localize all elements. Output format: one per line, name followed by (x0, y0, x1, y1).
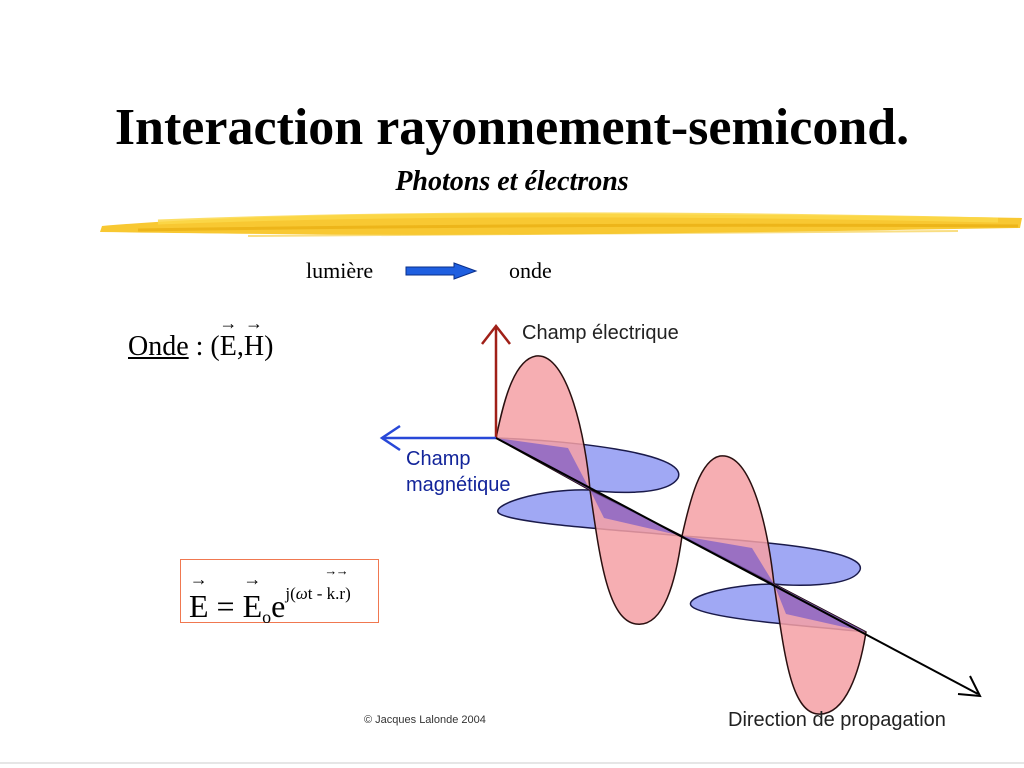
onde-definition: Onde : (E,H) (128, 330, 273, 364)
lumiere-label: lumière (306, 258, 374, 283)
bottom-divider (0, 762, 1024, 764)
copyright-text: © Jacques Lalonde 2004 (364, 714, 486, 726)
wave-equation-box: E = Eoej(ωt - k.r) (180, 559, 379, 627)
arrow-right-icon (405, 262, 478, 280)
slide-title: Interaction rayonnement-semicond. (114, 99, 910, 156)
magnetic-field-label: Champ magnétique (406, 448, 511, 496)
electric-field-lobes (495, 355, 867, 715)
onde-label: Onde (128, 331, 189, 362)
onde-word: onde (509, 258, 552, 283)
propagation-label: Direction de propagation (728, 709, 946, 731)
h-vector: H (244, 330, 264, 364)
exponent: j(ωt - k.r) (285, 584, 350, 603)
slide-subtitle: Photons et électrons (395, 166, 629, 197)
electric-field-label: Champ électrique (522, 322, 679, 344)
e-vector: E (220, 330, 237, 364)
yellow-brush-stroke (100, 212, 1022, 237)
wave-equation: E = Eoej(ωt - k.r) (189, 574, 351, 637)
